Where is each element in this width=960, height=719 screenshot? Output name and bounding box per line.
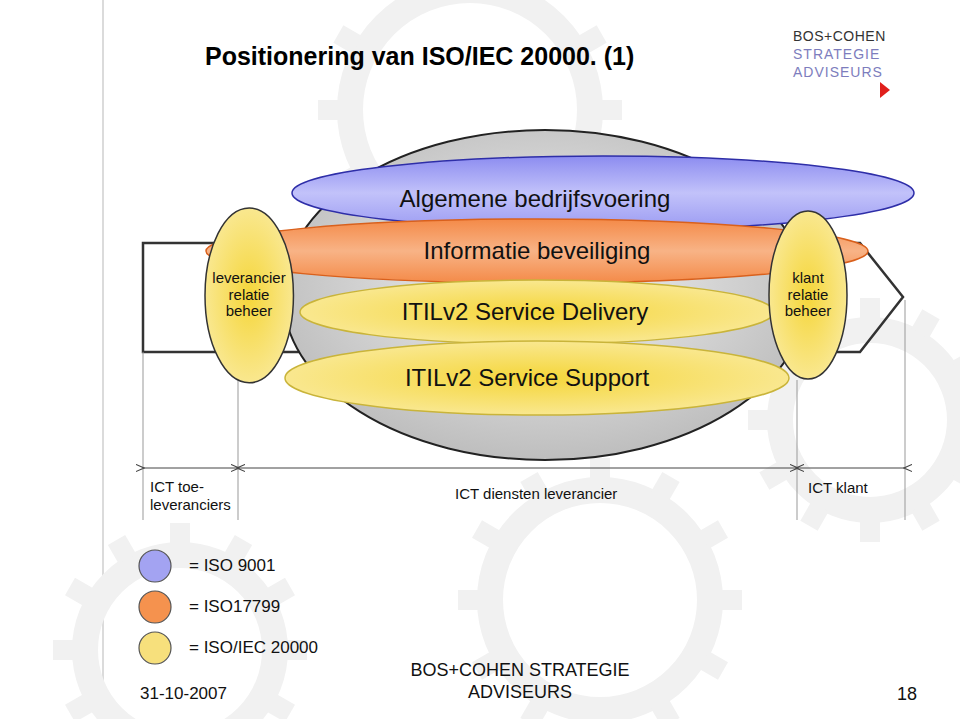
legend-swatch (137, 548, 173, 584)
relation-label: leverancier relatie beheer (212, 270, 285, 320)
legend-label: = ISO17799 (189, 597, 280, 617)
customer-ellipse: klant relatie beheer (768, 210, 848, 380)
legend-swatch (137, 589, 173, 625)
ellipse-label: Informatie beveiliging (424, 238, 651, 265)
ellipse-shape (285, 341, 789, 415)
scope-label: ICT toe- leveranciers (150, 478, 246, 514)
logo-text: BOS+COHEN (793, 28, 886, 45)
gear-watermark (53, 0, 960, 719)
footer-company: BOS+COHEN STRATEGIE ADVISEURS (400, 660, 640, 703)
ellipse-shape (206, 219, 868, 283)
relation-label: klant relatie beheer (785, 270, 832, 320)
scope-label: ICT diensten leverancier (455, 485, 617, 503)
ellipse-shape (769, 211, 847, 379)
service-support-ellipse: ITILv2 Service Support (284, 340, 790, 416)
ellipse-label: ITILv2 Service Delivery (402, 299, 649, 326)
legend-swatch (137, 630, 173, 666)
logo-text: ADVISEURS (793, 64, 883, 81)
legend-label: = ISO 9001 (189, 556, 275, 576)
legend-row: = ISO/IEC 20000 (137, 630, 318, 666)
footer-date: 31-10-2007 (140, 684, 227, 704)
supplier-ellipse: leverancier relatie beheer (204, 207, 294, 384)
scope-label: ICT klant (808, 479, 868, 497)
page-number: 18 (897, 684, 917, 706)
slide-title: Positionering van ISO/IEC 20000. (1) (205, 42, 634, 71)
ellipse-shape (300, 280, 774, 344)
legend-row: = ISO 9001 (137, 548, 275, 584)
dimension-arrows (144, 468, 904, 469)
ellipse-shape (205, 208, 293, 383)
legend-row: = ISO17799 (137, 589, 280, 625)
service-delivery-ellipse: ITILv2 Service Delivery (299, 279, 775, 345)
ellipse-label: ITILv2 Service Support (405, 365, 649, 392)
ellipse-label: Algemene bedrijfsvoering (400, 186, 671, 213)
logo-text: STRATEGIE (793, 46, 880, 63)
legend-label: = ISO/IEC 20000 (189, 638, 318, 658)
logo-triangle (880, 82, 890, 98)
